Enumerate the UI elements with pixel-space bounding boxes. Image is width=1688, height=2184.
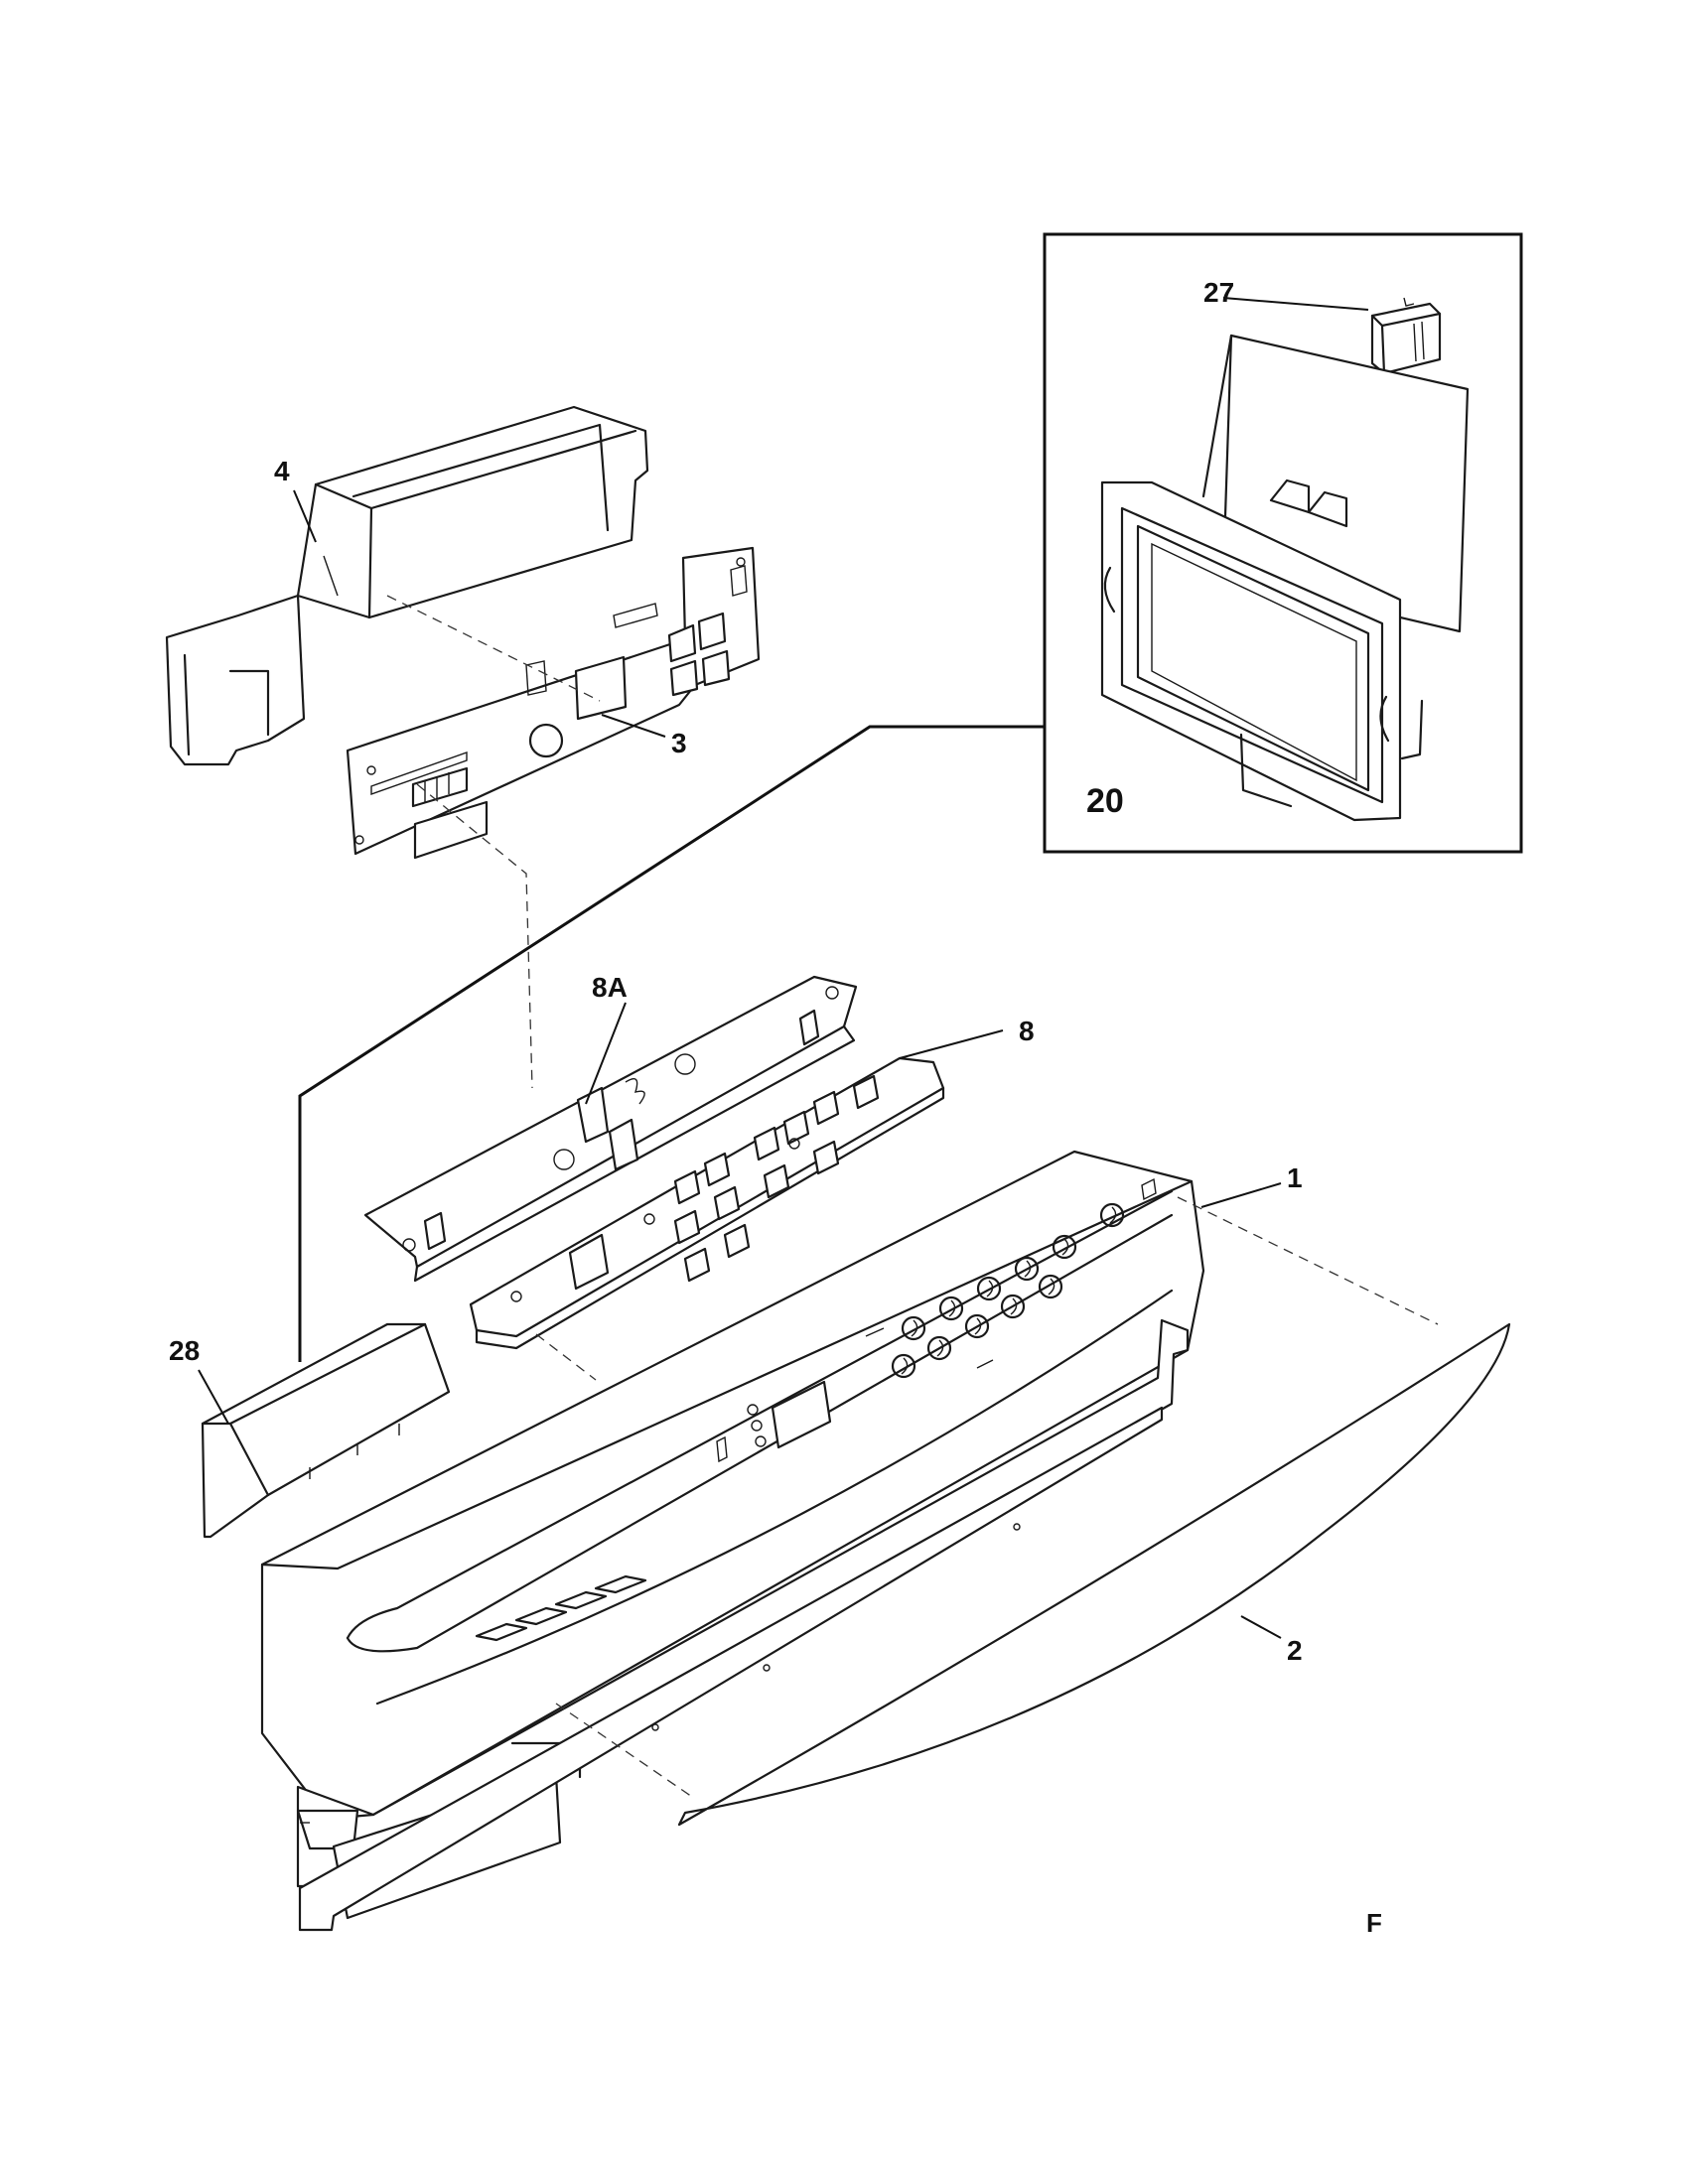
inset-frame — [1043, 232, 1523, 854]
part-3-control-board — [346, 546, 761, 860]
callout-3: 3 — [671, 728, 687, 758]
part-4-housing — [165, 405, 649, 766]
callout-8: 8 — [1019, 1016, 1035, 1046]
alignment-line — [416, 783, 533, 1089]
alignment-line — [1177, 1196, 1439, 1325]
console-button-swirls — [865, 1177, 1157, 1379]
alignment-line — [555, 1703, 696, 1800]
callout-27: 27 — [1203, 277, 1234, 308]
part-1-console — [260, 1150, 1205, 1932]
callout-28: 28 — [169, 1335, 200, 1366]
callout-2: 2 — [1287, 1635, 1303, 1666]
callout-8a: 8A — [592, 972, 628, 1003]
alignment-line — [386, 595, 601, 702]
callout-20: 20 — [1086, 782, 1124, 820]
leader-lines — [198, 297, 1369, 1639]
part-27-switch — [1370, 297, 1442, 402]
inset-detail-20 — [1043, 232, 1523, 854]
alignment-line — [535, 1333, 597, 1381]
inset-connector-line — [298, 725, 1045, 1362]
part-28-end-cap — [201, 1322, 451, 1539]
part-20-dispenser — [1100, 334, 1470, 822]
part-2-lens — [677, 1322, 1511, 1827]
callout-1: 1 — [1287, 1162, 1303, 1193]
callout-4: 4 — [274, 456, 290, 486]
part-8a-bracket — [363, 975, 858, 1283]
corner-mark: F — [1366, 1908, 1382, 1938]
